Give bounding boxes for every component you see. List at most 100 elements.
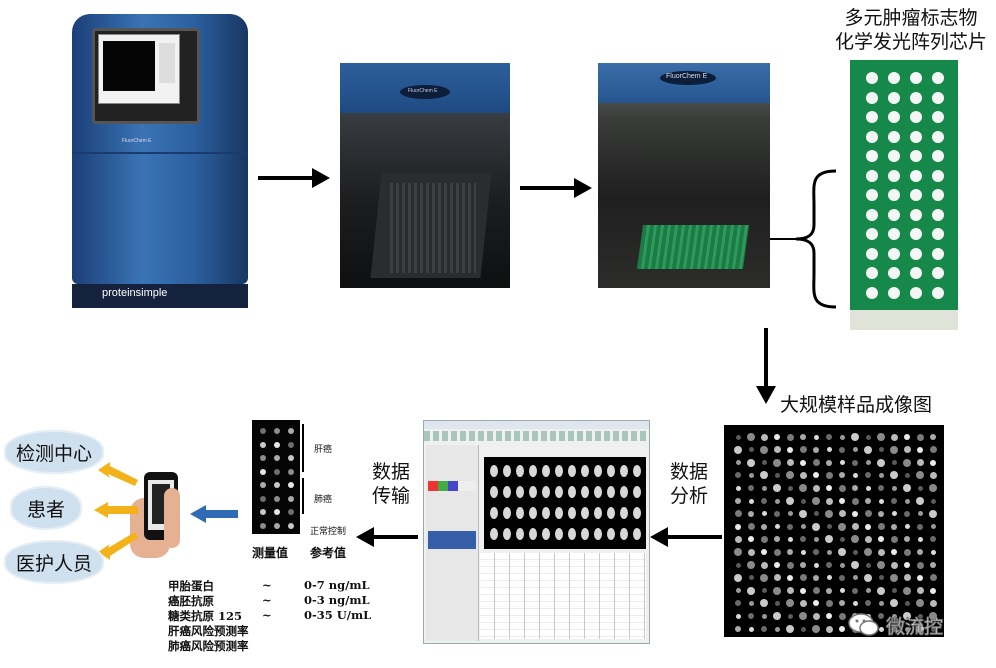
software-spot bbox=[555, 486, 563, 498]
imaging-spot bbox=[786, 599, 794, 608]
imaging-spot bbox=[877, 586, 885, 595]
imaging-spot bbox=[865, 588, 871, 594]
chip-well bbox=[932, 228, 944, 240]
software-spot bbox=[516, 507, 524, 519]
imaging-spot bbox=[774, 510, 780, 517]
imaging-spot bbox=[852, 447, 858, 453]
wechat-icon bbox=[848, 613, 879, 636]
strip-spot bbox=[274, 468, 280, 475]
strip-spot bbox=[288, 468, 294, 475]
imaging-spot bbox=[812, 587, 820, 595]
imaging-spot bbox=[904, 498, 910, 504]
software-spot bbox=[490, 507, 498, 519]
imaging-spot bbox=[930, 498, 936, 504]
imaging-spot bbox=[800, 536, 806, 543]
recipient-patient: 患者 bbox=[10, 486, 82, 530]
imaging-spot bbox=[865, 523, 871, 530]
imaging-spot bbox=[774, 524, 780, 530]
software-spot bbox=[594, 528, 602, 540]
imaging-spot bbox=[903, 548, 911, 556]
imaging-spot bbox=[734, 573, 742, 582]
imaging-spot bbox=[747, 586, 755, 595]
software-spot bbox=[529, 486, 537, 498]
strip-spot bbox=[274, 495, 280, 502]
chip-well bbox=[910, 228, 922, 240]
imaging-spot bbox=[825, 599, 833, 607]
strip-spot bbox=[288, 441, 294, 448]
transmit-line1: 数据 bbox=[371, 461, 410, 483]
software-spot bbox=[516, 486, 524, 498]
imaging-spot bbox=[748, 626, 754, 632]
imaging-spot bbox=[773, 484, 781, 493]
chip-title: 多元肿瘤标志物 化学发光阵列芯片 bbox=[826, 6, 996, 54]
result-reference: 0-7 ng/mL bbox=[304, 578, 370, 592]
blue-arrow-icon bbox=[190, 505, 238, 523]
measured-header: 测量值 bbox=[252, 546, 289, 560]
imaging-spot bbox=[825, 625, 833, 633]
imaging-spot bbox=[760, 535, 768, 543]
watermark: 微流控 bbox=[848, 610, 978, 640]
imaging-spot bbox=[839, 472, 845, 479]
chip-title-line2: 化学发光阵列芯片 bbox=[834, 31, 987, 53]
chip-well bbox=[910, 208, 922, 221]
imaging-spot bbox=[787, 549, 793, 556]
imaging-spot bbox=[813, 472, 819, 479]
imaging-spot bbox=[890, 573, 898, 582]
imaging-spot bbox=[800, 626, 806, 632]
smartphone-photo bbox=[130, 468, 192, 566]
imaging-spot bbox=[916, 587, 924, 595]
imaging-spot bbox=[747, 458, 755, 467]
imaging-spot bbox=[760, 573, 768, 582]
chip-well bbox=[888, 169, 900, 182]
imaging-spot bbox=[891, 485, 897, 491]
imaging-spot bbox=[747, 523, 755, 531]
imaging-spot bbox=[761, 511, 767, 517]
imaging-spot bbox=[748, 613, 754, 620]
analysis-label: 数据 分析 bbox=[664, 460, 714, 508]
result-name: 糖类抗原 125 bbox=[168, 609, 243, 623]
imaging-spot bbox=[747, 433, 755, 441]
imaging-spot bbox=[929, 471, 937, 479]
imaging-spot bbox=[917, 523, 923, 530]
imaging-spot bbox=[813, 549, 819, 556]
chip-well bbox=[866, 72, 878, 84]
software-spot bbox=[620, 528, 628, 540]
imaging-spot bbox=[864, 573, 872, 582]
imaging-spot bbox=[787, 511, 793, 517]
chip-well bbox=[910, 130, 922, 143]
chip-well bbox=[888, 130, 900, 143]
imaging-spot bbox=[786, 471, 794, 480]
imaging-spot bbox=[903, 612, 911, 621]
result-sep: ~ bbox=[262, 578, 272, 592]
imaging-spot bbox=[878, 510, 884, 517]
imaging-spot bbox=[878, 575, 884, 581]
imaging-spot bbox=[826, 485, 832, 492]
imaging-spot bbox=[929, 509, 937, 518]
imaging-spot bbox=[903, 586, 911, 595]
imaging-spot bbox=[839, 434, 845, 440]
result-sep: ~ bbox=[262, 608, 272, 622]
imaging-spot bbox=[891, 523, 897, 530]
imaging-spot bbox=[760, 599, 768, 608]
imaging-spot bbox=[851, 497, 859, 505]
imaging-spot bbox=[734, 548, 742, 557]
imaging-spot bbox=[839, 562, 845, 568]
imaging-spot bbox=[839, 574, 845, 581]
chip-well bbox=[888, 286, 900, 299]
imaging-spot bbox=[748, 536, 754, 543]
imaging-spot bbox=[760, 433, 768, 441]
imaging-spot bbox=[786, 561, 794, 569]
chip-well bbox=[932, 91, 944, 104]
imaging-spot bbox=[851, 523, 859, 531]
imaging-spot bbox=[799, 612, 807, 621]
chip-well bbox=[866, 267, 878, 279]
imaging-spot bbox=[813, 574, 819, 581]
chip-well bbox=[910, 169, 922, 182]
imaging-spot bbox=[760, 445, 768, 454]
chip-well bbox=[866, 208, 878, 221]
software-spot bbox=[581, 465, 589, 477]
imaging-spot bbox=[812, 625, 820, 633]
result-sep: ~ bbox=[262, 593, 272, 607]
imaging-spot bbox=[839, 460, 845, 466]
software-spot bbox=[633, 486, 641, 498]
